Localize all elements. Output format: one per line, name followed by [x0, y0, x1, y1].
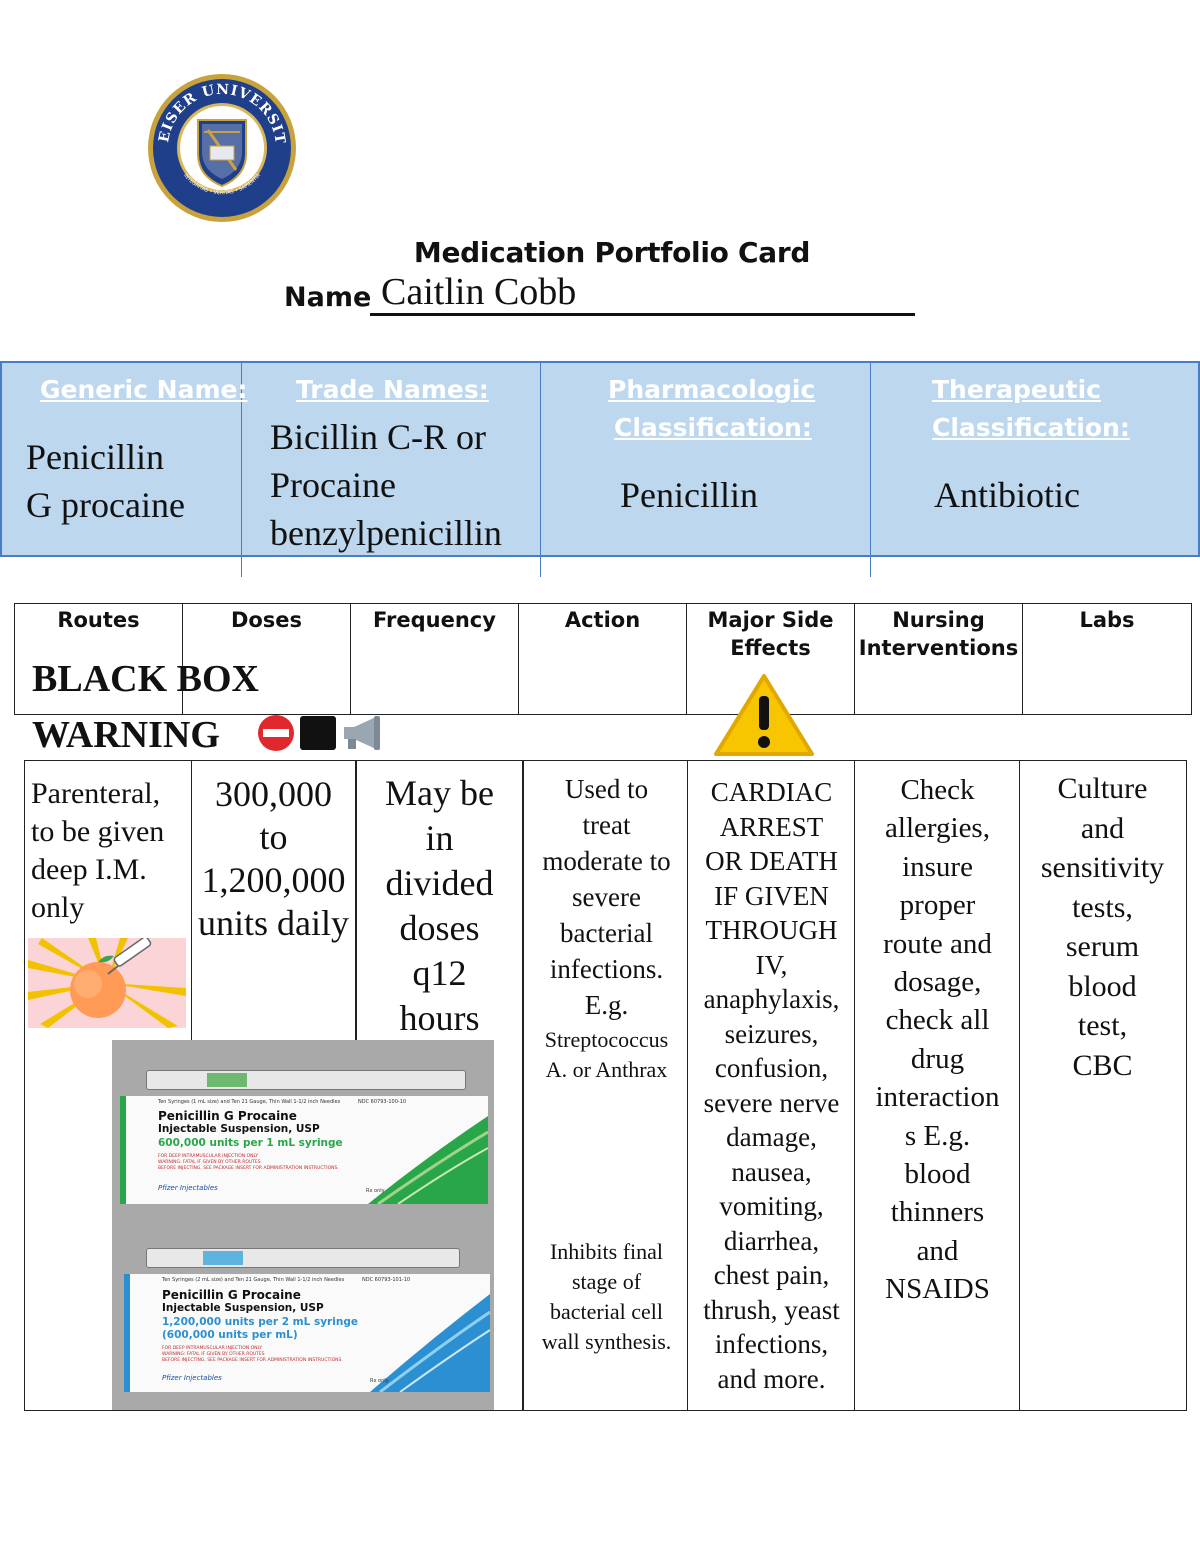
package-rx: Rx only [370, 1378, 389, 1384]
package-swoosh [368, 1116, 488, 1204]
page-title: Medication Portfolio Card [413, 236, 811, 269]
package-box: Ten Syringes (2 mL size) and Ten 21 Gaug… [124, 1274, 490, 1392]
package-top-line: Ten Syringes (1 mL size) and Ten 21 Gaug… [158, 1099, 341, 1105]
package-brand: Pfizer Injectables [158, 1184, 218, 1192]
warning-icon [712, 672, 816, 763]
no-entry-icon [258, 715, 294, 751]
warning-emoji-row [256, 713, 390, 753]
syringe-image [146, 1070, 466, 1090]
package-swoosh [370, 1294, 490, 1392]
therapeutic-classification-heading: Therapeutic Classification: [932, 375, 1130, 442]
pharmacologic-classification-heading: Pharmacologic Classification: [608, 375, 816, 442]
package-strength: 1,200,000 units per 2 mL syringe [162, 1316, 358, 1328]
warning-triangle [714, 674, 814, 756]
doses-header: Doses [183, 604, 351, 714]
name-underline [370, 313, 915, 316]
column-divider [241, 363, 242, 577]
cell-divider [191, 761, 192, 1041]
classification-table: Generic Name: Penicillin G procaine Trad… [0, 361, 1200, 577]
syringe-image [146, 1248, 460, 1268]
generic-name-heading: Generic Name: [40, 375, 248, 404]
column-divider [870, 363, 871, 577]
loudspeaker-icon [344, 716, 380, 750]
warning-label: WARNING [32, 714, 220, 756]
package-ndc: NDC 60793-101-10 [362, 1277, 411, 1283]
package-ndc: NDC 60793-100-10 [358, 1099, 407, 1105]
generic-name-value: Penicillin G procaine [26, 437, 185, 525]
name-label: Name [284, 282, 372, 313]
medication-details-row: Parenteral,to be given deep I.M.only 300… [24, 760, 1187, 1411]
frequency-header: Frequency [351, 604, 519, 714]
black-box-label: BLACK BOX [32, 658, 259, 700]
pharmacologic-classification-value: Penicillin [620, 475, 758, 515]
package-strength-per-ml: (600,000 units per mL) [162, 1329, 298, 1341]
routes-cell: Parenteral,to be given deep I.M.only [25, 761, 191, 1410]
name-value[interactable]: Caitlin Cobb [381, 271, 577, 313]
package-product-name: Penicillin G Procaine [158, 1109, 297, 1123]
university-seal: KEISER UNIVERSITY INTEGRITAS • VERITAS •… [139, 60, 298, 224]
trade-names-value: Bicillin C-R or Procaine benzylpenicilli… [270, 417, 502, 553]
column-divider [540, 363, 541, 577]
black-square-icon [300, 716, 336, 750]
labs-header: Labs [1079, 608, 1135, 632]
trade-names-heading: Trade Names: [296, 375, 489, 404]
peach-injection-image [28, 936, 186, 1028]
package-photo-1200k: Ten Syringes (2 mL size) and Ten 21 Gaug… [112, 1212, 494, 1410]
package-suspension: Injectable Suspension, USP [162, 1302, 324, 1314]
therapeutic-classification-value: Antibiotic [934, 475, 1080, 515]
package-brand: Pfizer Injectables [162, 1374, 222, 1382]
package-rx: Rx only [366, 1188, 385, 1194]
package-box: Ten Syringes (1 mL size) and Ten 21 Gaug… [120, 1096, 488, 1204]
package-product-name: Penicillin G Procaine [162, 1288, 301, 1302]
column-header-row: Routes Doses Frequency Action Major Side… [14, 603, 1192, 715]
warning-emojis [258, 715, 380, 751]
routes-text: Parenteral,to be given deep I.M.only [31, 777, 165, 924]
package-suspension: Injectable Suspension, USP [158, 1123, 320, 1135]
cell-divider [356, 761, 357, 1041]
seal-graphic: KEISER UNIVERSITY INTEGRITAS • VERITAS •… [139, 60, 296, 222]
package-top-line: Ten Syringes (2 mL size) and Ten 21 Gaug… [162, 1277, 345, 1283]
package-strength: 600,000 units per 1 mL syringe [158, 1137, 343, 1149]
action-header: Action [519, 604, 687, 714]
routes-header: Routes [15, 604, 183, 714]
package-photo-600k: Ten Syringes (1 mL size) and Ten 21 Gaug… [112, 1040, 494, 1212]
